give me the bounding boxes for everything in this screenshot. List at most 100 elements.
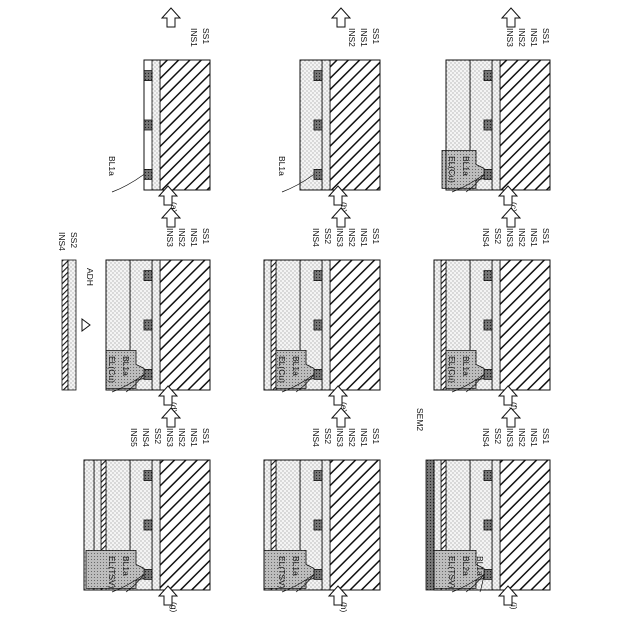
side-label-eltsv: EL(TSV) (277, 556, 287, 589)
pad-bl1a (314, 369, 322, 379)
substrate-ss1 (500, 60, 550, 190)
pad-bl1a (144, 471, 152, 481)
layer-label-ss1: SS1 (541, 28, 551, 44)
layer-label-ins4: INS4 (481, 428, 491, 447)
side-label-bl1a: BL1a (291, 356, 301, 376)
pad-bl1a (144, 271, 152, 281)
layer-label-ins2: INS2 (347, 228, 357, 247)
layer-label-ss1: SS1 (371, 228, 381, 244)
layer-label-ss1: SS1 (541, 228, 551, 244)
layer-label-ins4: INS4 (311, 428, 321, 447)
side-label-elcu: EL(Cu) (277, 356, 287, 383)
layer-label-ss2: SS2 (493, 428, 503, 444)
substrate-ss1 (330, 60, 380, 190)
layer-ins1 (322, 60, 330, 190)
flow-arrow-icon (162, 8, 180, 27)
layer-label-ins3: INS3 (165, 428, 175, 447)
panel-a: INS1SS1BL1a(a) (107, 28, 211, 213)
leader-line (112, 174, 144, 192)
layer-label-ss2: SS2 (323, 428, 333, 444)
side-label-elcu: EL(Cu) (447, 356, 457, 383)
substrate-ss1 (500, 460, 550, 590)
layer-bl2a (426, 460, 434, 590)
layer-label-ins1: INS1 (359, 228, 369, 247)
layer-label-ins4: INS4 (481, 228, 491, 247)
layer-label-ins3: INS3 (335, 428, 345, 447)
layer-ins1 (492, 260, 500, 390)
pad-bl1a (484, 169, 492, 179)
layer-label-ins1: INS1 (529, 228, 539, 247)
layer-label-ss2: SS2 (493, 228, 503, 244)
layer-label-ins4: INS4 (141, 428, 151, 447)
layer-label-ins3: INS3 (505, 428, 515, 447)
layer-label-ins2: INS2 (517, 28, 527, 47)
pad-bl1a (314, 569, 322, 579)
pad-bl1a (484, 320, 492, 330)
side-label-eltsv: EL(TSV) (447, 556, 457, 589)
layer-label-ins2: INS2 (347, 28, 357, 47)
layer-ins1 (492, 460, 500, 590)
side-label-eltsv: EL(TSV) (107, 556, 117, 589)
panel-g: INS5INS4SS2INS3INS2INS1SS1EL(TSV)BL1a(g) (84, 428, 211, 613)
pad-bl1a (144, 520, 152, 530)
layer-label-ins4: INS4 (311, 228, 321, 247)
side-label-elcu: EL(Cu) (447, 156, 457, 183)
layer-label-ss2: SS2 (153, 428, 163, 444)
layer-label-ins1: INS1 (189, 428, 199, 447)
pad-bl1a (144, 71, 152, 81)
layer-ins1 (152, 60, 160, 190)
layer-ins1 (152, 460, 160, 590)
panel-c: INS3INS2INS1SS1EL(Cu)BL1a(c) (442, 28, 551, 212)
pad-bl1a (484, 120, 492, 130)
layer-ins4 (264, 260, 271, 390)
pad-bl1a (144, 169, 152, 179)
side-label-bl2a: BL2a (461, 556, 471, 576)
wafer-ins4 (68, 260, 76, 390)
layer-label-ss1: SS1 (371, 428, 381, 444)
layer-label-ss1: SS1 (541, 428, 551, 444)
panel-i: INS4SS2INS3INS2INS1SS1EL(TSV)BL2aBL1aSEM… (415, 408, 551, 610)
substrate-ss1 (330, 260, 380, 390)
panel-h: INS4SS2INS3INS2INS1SS1EL(TSV)BL1a(h) (264, 428, 381, 613)
flow-arrow-icon (502, 408, 520, 427)
panel-f: INS4SS2INS3INS2INS1SS1EL(Cu)BL1a(f) (434, 228, 551, 410)
layer-label-ins2: INS2 (517, 428, 527, 447)
layer-label-ins1: INS1 (359, 28, 369, 47)
layer-label-ins1: INS1 (189, 228, 199, 247)
pad-bl1a (314, 320, 322, 330)
side-label-bl1a: BL1a (461, 156, 471, 176)
side-label-bl1a: BL1a (291, 556, 301, 576)
pad-bl1a (314, 71, 322, 81)
pad-bl1a (314, 520, 322, 530)
layer-label-ins2: INS2 (517, 228, 527, 247)
layer-label-ins2: INS2 (177, 428, 187, 447)
layer-label-ins1: INS1 (529, 428, 539, 447)
side-label-elcu: EL(Cu) (107, 356, 117, 383)
pad-bl1a (484, 471, 492, 481)
panel-e: INS4SS2INS3INS2INS1SS1EL(Cu)BL1a(e) (264, 228, 381, 413)
flow-arrow-icon (332, 8, 350, 27)
layer-ss2 (441, 260, 446, 390)
layer-label-ins3: INS3 (335, 228, 345, 247)
extra-label-adh: ADH (85, 268, 95, 286)
layer-label-ins2: INS2 (347, 428, 357, 447)
pad-bl1a (144, 320, 152, 330)
layer-label-ins1: INS1 (189, 28, 199, 47)
layer-label-ss1: SS1 (371, 28, 381, 44)
side-label-bl1a: BL1a (461, 356, 471, 376)
layer-label-ins3: INS3 (165, 228, 175, 247)
bond-arrow-icon (82, 319, 90, 331)
layer-label-ss1: SS1 (201, 28, 211, 44)
pad-bl1a (314, 169, 322, 179)
pad-bl1a (144, 120, 152, 130)
pad-bl1a (314, 271, 322, 281)
layer-ins1 (152, 260, 160, 390)
substrate-ss1 (160, 60, 210, 190)
pad-bl1a (484, 520, 492, 530)
layer-label-ss2: SS2 (323, 228, 333, 244)
substrate-ss1 (330, 460, 380, 590)
pad-bl1a (484, 369, 492, 379)
side-label-bl1a: BL1a (121, 556, 131, 576)
